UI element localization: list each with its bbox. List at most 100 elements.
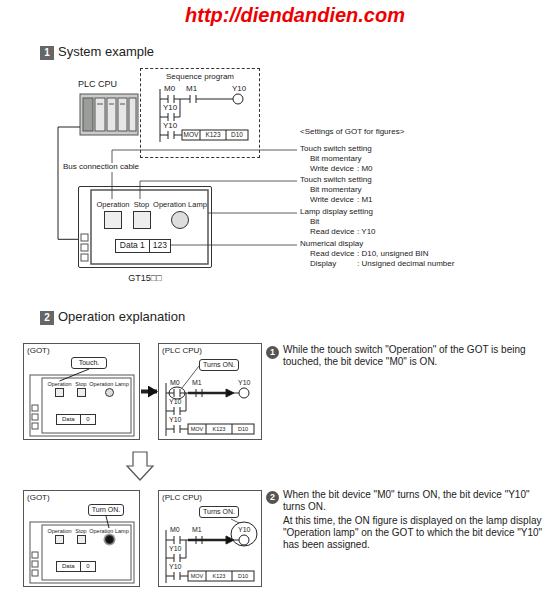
setting-text: Read device <box>310 228 354 237</box>
setting-text: : Unsigned decimal number <box>357 260 454 269</box>
instruction-cell: K123 <box>206 425 232 433</box>
device-label: M0 <box>170 379 180 387</box>
plc-cpu: PLC CPU <box>80 92 138 135</box>
down-arrow <box>127 452 153 480</box>
plc-panel: (PLC CPU) Turns ON. <box>158 343 262 440</box>
instruction-cell: K123 <box>206 572 232 580</box>
setting-text: Bit <box>310 218 319 227</box>
instruction-cell: D10 <box>232 572 254 580</box>
watermark: http://diendandien.com <box>185 4 405 26</box>
section-heading: System example <box>58 45 154 59</box>
plc-panel: (PLC CPU) Turns ON. <box>158 490 262 587</box>
node-text: Operation <box>46 528 73 534</box>
node-text: Operation Lamp <box>89 528 129 534</box>
setting-text: Write device <box>310 165 354 174</box>
callout-box: Turn ON. <box>88 504 124 516</box>
device-label: Y10 <box>169 545 181 553</box>
instruction-cell: K123 <box>200 131 226 139</box>
device-label: Y10 <box>238 379 250 387</box>
node-text: Operation <box>46 381 73 387</box>
instruction-cell: D10 <box>232 425 254 433</box>
got-unit-drawing <box>81 190 208 264</box>
setting-text: : Y10 <box>357 228 376 237</box>
setting-text: : D10, unsigned BIN <box>357 250 429 259</box>
device-label: Y10 <box>163 104 177 113</box>
node-text: 0 <box>80 415 95 424</box>
connector <box>106 516 109 528</box>
node-text: GT15□□ <box>79 273 211 283</box>
touch-switch: Operation <box>46 381 73 397</box>
node-text: Stop <box>74 381 88 387</box>
got-panel: (GOT)Touch.OperationStopOperation LampDa… <box>23 343 140 440</box>
connector-label: Bus connection cable <box>62 163 140 172</box>
device-label: Y10 <box>169 416 181 424</box>
section-number: 2 <box>40 311 54 325</box>
connector <box>60 369 90 381</box>
node-text: Stop <box>132 201 151 210</box>
lamp-display: Operation Lamp <box>89 381 129 397</box>
touch-switch: Operation <box>46 528 73 544</box>
instruction-cell: D10 <box>226 131 248 139</box>
setting-text: Bit momentary <box>310 186 362 195</box>
got-panel: (GOT) Turn ON. OperationStopOperation Lamp… <box>23 490 140 587</box>
device-label: Y10 <box>232 85 246 94</box>
node-text: (PLC CPU) <box>159 344 261 357</box>
touch-switch: Stop <box>74 528 88 544</box>
instruction-cell: MOV <box>188 572 206 580</box>
device-label: M1 <box>192 379 202 387</box>
node-text: Turn ON. <box>89 506 123 514</box>
node-text: Operation <box>95 201 131 210</box>
node-text: Sequence program <box>141 72 259 81</box>
setting-text: Lamp display setting <box>300 208 373 217</box>
mini-got-drawing <box>30 375 134 583</box>
numerical-display: Data0 <box>56 561 96 572</box>
node-text: Data 1 <box>116 240 149 252</box>
node-text: Stop <box>74 528 88 534</box>
callout-number: 2 <box>266 491 279 504</box>
setting-text: Touch switch setting <box>300 176 372 185</box>
setting-text: Read device <box>310 250 354 259</box>
device-label: Y10 <box>169 563 181 571</box>
setting-text: Write device <box>310 196 354 205</box>
node-text: Data <box>57 562 80 571</box>
device-label: Y10 <box>169 398 181 406</box>
lamp-display: Operation Lamp <box>153 201 207 229</box>
touch-switch: Operation <box>95 201 131 229</box>
setting-text: Touch switch setting <box>300 145 372 154</box>
plc-rack <box>80 94 138 135</box>
touch-switch: Stop <box>74 381 88 397</box>
lamp-display: Operation Lamp <box>89 528 129 544</box>
callout-box: Turns ON. <box>199 359 239 371</box>
connector <box>58 127 80 239</box>
device-label: M1 <box>186 85 197 94</box>
device-label: M0 <box>164 85 175 94</box>
node-text: (GOT) <box>24 491 139 504</box>
callout-box: Turns ON. <box>199 506 239 518</box>
sequence-program-box: Sequence program <box>140 68 260 158</box>
touch-switch: Stop <box>132 201 151 229</box>
setting-text: : M0 <box>357 165 373 174</box>
ladder-program <box>160 89 257 583</box>
node-text: 123 <box>149 240 170 252</box>
node-text: Turns ON. <box>200 508 238 516</box>
setting-text: : M1 <box>357 196 373 205</box>
node-text: Operation Lamp <box>153 201 207 210</box>
device-label: Y10 <box>163 122 177 131</box>
setting-text: Display <box>310 260 336 269</box>
device-label: M0 <box>170 526 180 534</box>
explanation-text: While the touch switch "Operation" of th… <box>283 344 545 368</box>
device-label: M1 <box>192 526 202 534</box>
explanation-text: At this time, the ON figure is displayed… <box>283 515 545 551</box>
setting-text: <Settings of GOT for figures> <box>300 128 404 137</box>
setting-text: Numerical display <box>300 240 363 249</box>
setting-text: Bit momentary <box>310 155 362 164</box>
node-text: Data <box>57 415 80 424</box>
node-text: Operation Lamp <box>89 381 129 387</box>
node-text: (PLC CPU) <box>159 491 261 504</box>
instruction-cell: MOV <box>182 131 200 139</box>
device-label: Y10 <box>238 526 250 534</box>
node-text: 0 <box>80 562 95 571</box>
